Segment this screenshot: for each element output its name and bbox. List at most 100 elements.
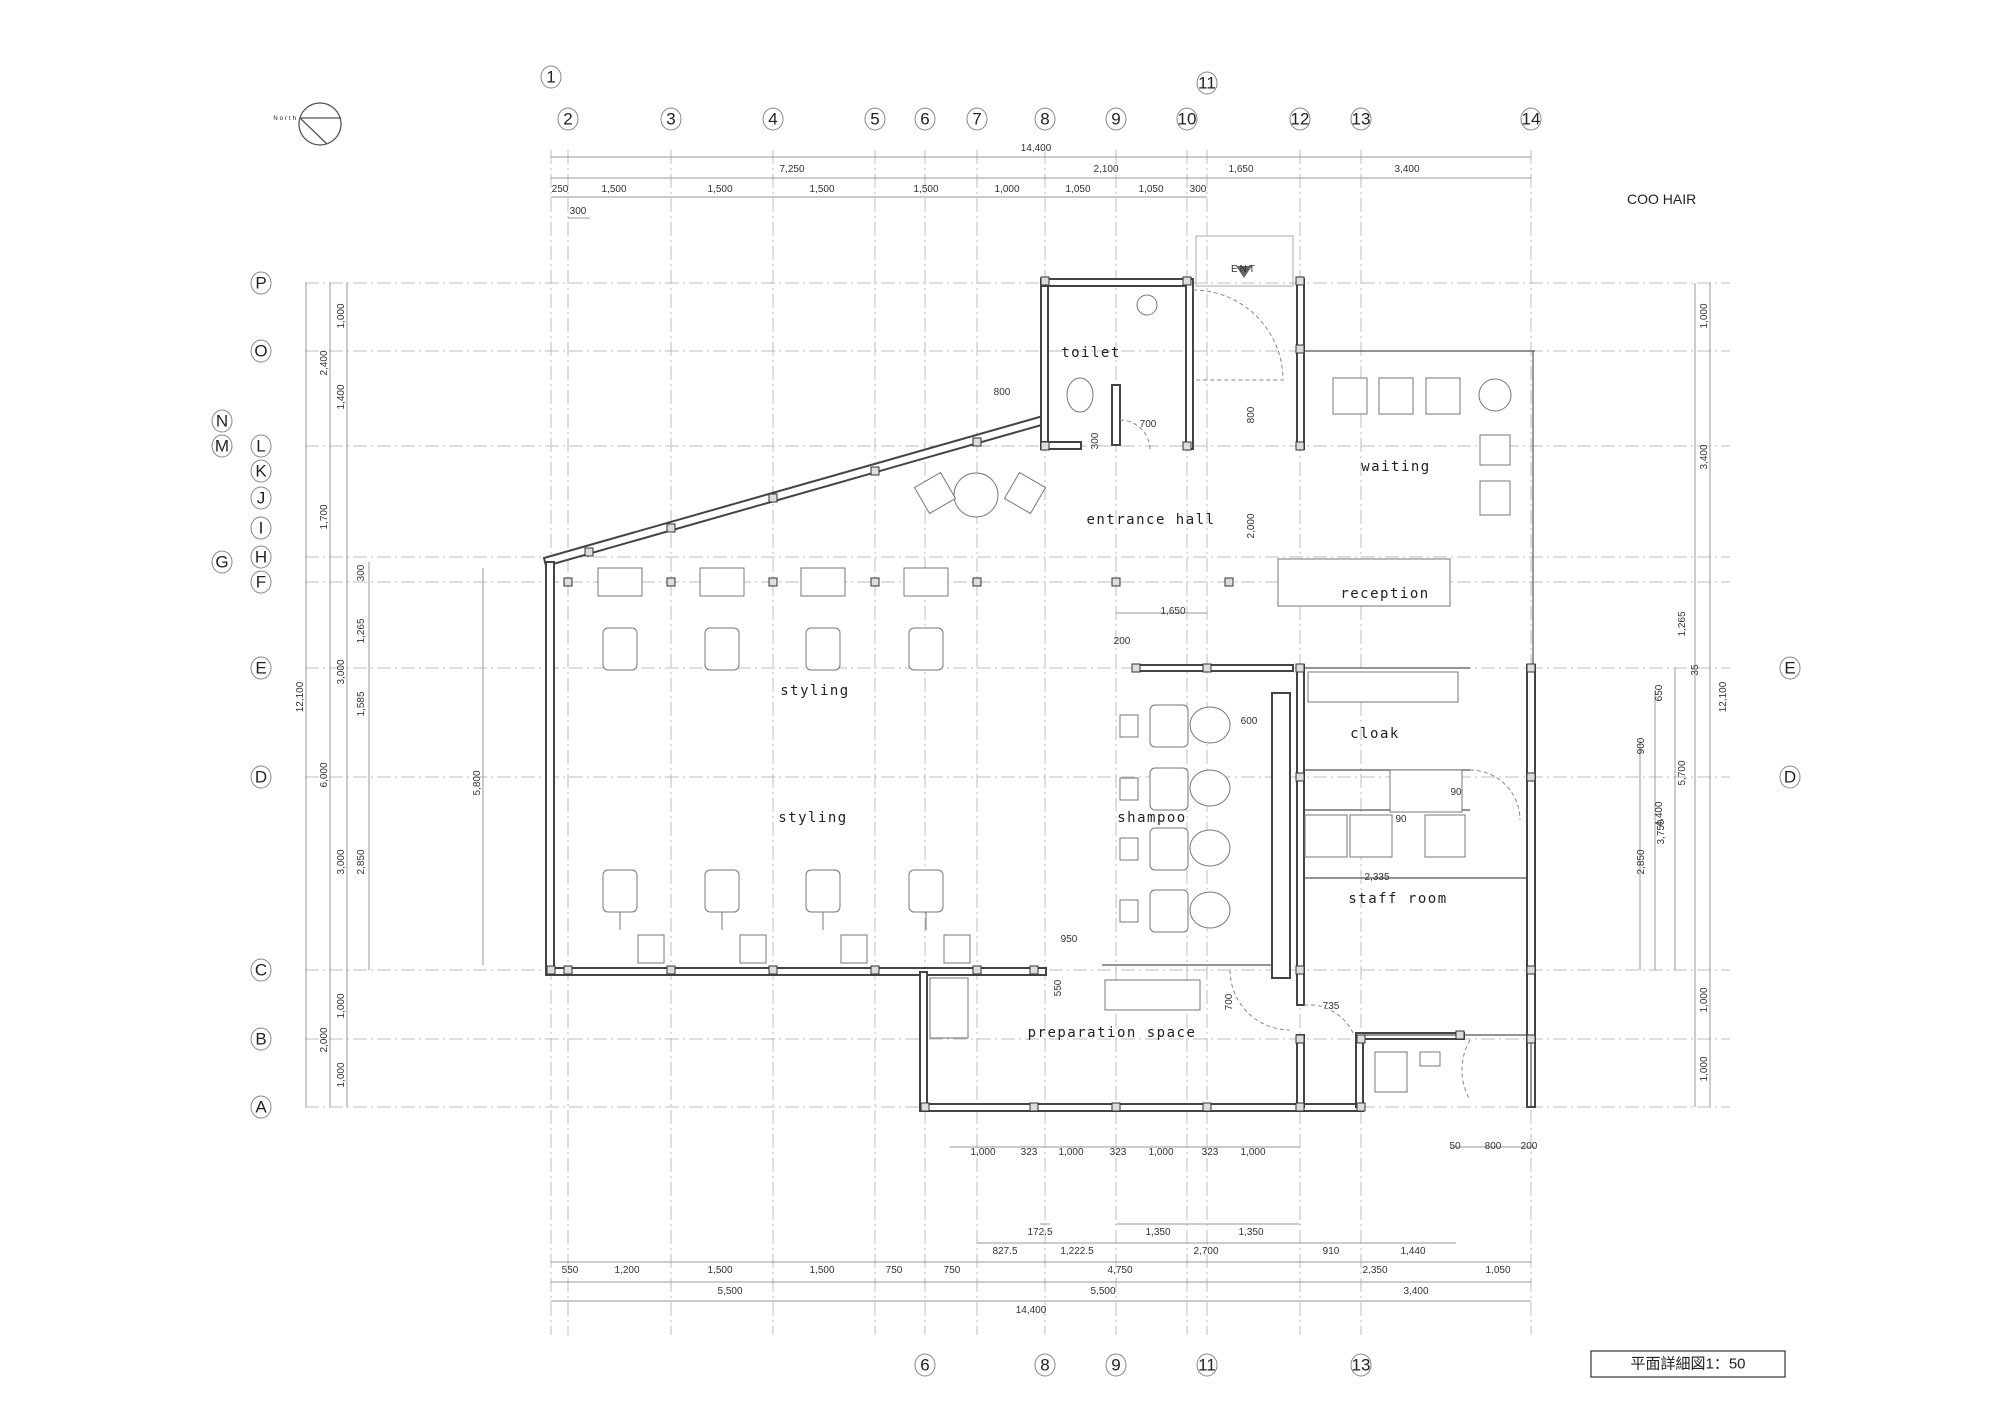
grid-label-row-right-bubble — [1779, 656, 1801, 680]
dimension-bottom: 827.5 — [992, 1246, 1017, 1257]
column-post — [1202, 1102, 1212, 1112]
grid-label-column: 13 — [1352, 110, 1371, 129]
grid-label-row-bubble — [250, 434, 272, 458]
column-post — [1295, 1034, 1305, 1044]
dimension-bottom: 323 — [1202, 1147, 1219, 1158]
dimension-interior: 550 — [1053, 979, 1064, 996]
dimension-top: 1,500 — [809, 184, 834, 195]
grid-label-column: 2 — [563, 110, 572, 129]
column-post — [1029, 1102, 1039, 1112]
dimension-bottom: 550 — [562, 1265, 579, 1276]
grid-label-row-bubble — [250, 516, 272, 540]
column-post — [1526, 663, 1536, 673]
dimension-top: 1,500 — [601, 184, 626, 195]
dimension-top: 7,250 — [779, 164, 804, 175]
dimension-bottom: 1,500 — [707, 1265, 732, 1276]
shampoo-basin — [1189, 829, 1231, 867]
column-post — [563, 577, 573, 587]
grid-lines — [305, 150, 1730, 1335]
dimension-left: 3,000 — [336, 659, 347, 684]
column-post — [666, 523, 676, 533]
dimension-bottom: 800 — [1485, 1141, 1502, 1152]
dimension-left: 1,700 — [319, 504, 330, 529]
styling-chair — [704, 869, 740, 913]
grid-label-column: 3 — [666, 110, 675, 129]
room-label-staff-room: staff room — [1348, 891, 1447, 907]
room-label-toilet: toilet — [1061, 345, 1121, 361]
styling-chair — [908, 627, 944, 671]
grid-label-column-bubble — [540, 65, 562, 89]
dimension-left: 2,400 — [319, 350, 330, 375]
styling-mirror — [800, 567, 846, 597]
furniture — [597, 294, 1512, 1093]
south-styling-wall — [545, 967, 1047, 976]
dimension-interior: 800 — [1246, 406, 1257, 423]
grid-label-row: J — [257, 489, 266, 508]
column-post — [1295, 965, 1305, 975]
dimension-interior: 950 — [1061, 934, 1078, 945]
column-post — [870, 577, 880, 587]
column-post — [666, 965, 676, 975]
dimension-right: 12,100 — [1718, 681, 1729, 712]
dimension-left: 2,000 — [319, 1027, 330, 1052]
toilet-sink — [1136, 294, 1158, 316]
dimension-interior: 700 — [1140, 419, 1157, 430]
grid-label-column-bottom-bubble — [1034, 1353, 1056, 1377]
grid-label-column-bubble — [1350, 107, 1372, 131]
waiting-chair — [1378, 377, 1414, 415]
column-post — [666, 577, 676, 587]
grid-label-column: 4 — [768, 110, 777, 129]
grid-label-row-bubble — [250, 486, 272, 510]
entrance-canopy — [1195, 235, 1294, 287]
shampoo-chair — [1149, 827, 1189, 871]
grid-label-row-bubble — [250, 570, 272, 594]
structural-posts — [546, 276, 1536, 1112]
grid-label-column-bottom-bubble — [1350, 1353, 1372, 1377]
column-post — [1295, 441, 1305, 451]
dimension-bottom: 323 — [1110, 1147, 1127, 1158]
grid-label-row-right: D — [1784, 768, 1796, 787]
shampoo-chair — [1149, 767, 1189, 811]
column-post — [1040, 441, 1050, 451]
grid-label-row-bubble — [211, 409, 233, 433]
styling-mirror — [943, 934, 971, 964]
grid-label-row-bubble — [250, 958, 272, 982]
shampoo-basin — [1189, 706, 1231, 744]
grid-label-row: N — [216, 412, 228, 431]
grid-label-column: 9 — [1111, 110, 1120, 129]
dimension-top: 1,500 — [707, 184, 732, 195]
dimension-bottom: 750 — [944, 1265, 961, 1276]
grid-label-row-bubble — [250, 1095, 272, 1119]
grid-label-row-bubble — [211, 550, 233, 574]
column-post — [1526, 772, 1536, 782]
styling-mirror — [739, 934, 767, 964]
water-heater — [1374, 1051, 1408, 1093]
shampoo-chair — [1149, 704, 1189, 748]
column-post — [972, 965, 982, 975]
grid-label-row: I — [259, 519, 264, 538]
dimension-interior: 200 — [1114, 636, 1131, 647]
dimension-right: 900 — [1636, 737, 1647, 754]
dimension-interior: 800 — [994, 387, 1011, 398]
shampoo-footrest — [1119, 777, 1139, 801]
dimension-top: 250 — [552, 184, 569, 195]
column-post — [563, 965, 573, 975]
dimension-top: 2,100 — [1093, 164, 1118, 175]
dimension-bottom: 3,400 — [1403, 1286, 1428, 1297]
dimension-right: 650 — [1654, 684, 1665, 701]
column-post — [1131, 663, 1141, 673]
column-post — [1040, 276, 1050, 286]
dimension-interior: 2,000 — [1246, 513, 1257, 538]
dimension-left: 5,800 — [472, 770, 483, 795]
room-label-waiting: waiting — [1361, 459, 1431, 475]
dimension-top: 3,400 — [1394, 164, 1419, 175]
styling-chair — [602, 627, 638, 671]
grid-label-row: G — [215, 553, 228, 572]
grid-label-row: H — [255, 548, 267, 567]
room-label-entrance-hall: entrance hall — [1086, 512, 1215, 528]
column-post — [768, 493, 778, 503]
dimension-bottom: 323 — [1021, 1147, 1038, 1158]
dimension-bottom: 1,350 — [1238, 1227, 1263, 1238]
grid-label-column: 10 — [1178, 110, 1197, 129]
